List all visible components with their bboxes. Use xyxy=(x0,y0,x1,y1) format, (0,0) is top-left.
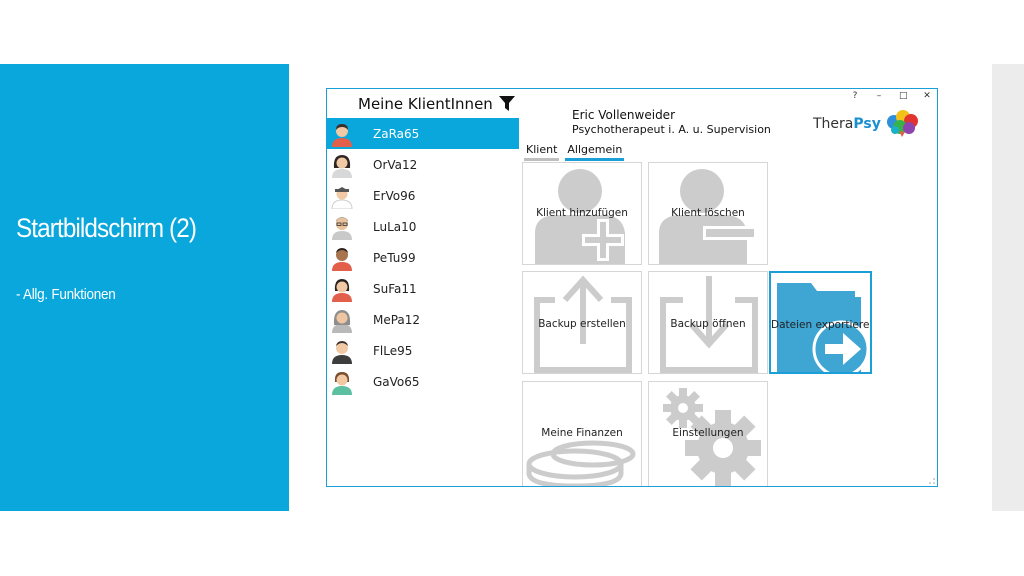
user-role: Psychotherapeut i. A. u. Supervision xyxy=(572,123,771,136)
avatar-icon xyxy=(332,155,352,178)
tile-label: Backup erstellen xyxy=(538,318,626,330)
client-item[interactable]: ZaRa65 xyxy=(327,118,519,149)
finances-tile[interactable]: Meine Finanzen xyxy=(522,381,642,486)
client-name: MePa12 xyxy=(373,312,421,327)
tab-allgemein[interactable]: Allgemein xyxy=(565,143,625,161)
coins-icon xyxy=(526,440,636,486)
client-name: GaVo65 xyxy=(373,374,420,389)
filter-icon[interactable] xyxy=(499,96,515,111)
client-item[interactable]: SuFa11 xyxy=(327,273,519,304)
client-name: ErVo96 xyxy=(373,188,416,203)
gears-icon xyxy=(663,388,761,486)
export-files-tile[interactable]: Dateien exportieren xyxy=(769,271,872,374)
client-name: LuLa10 xyxy=(373,219,417,234)
tile-label: Backup öffnen xyxy=(670,318,746,330)
avatar-icon xyxy=(332,248,352,271)
folder-export-icon xyxy=(777,283,870,372)
settings-tile[interactable]: Einstellungen xyxy=(648,381,768,486)
client-item[interactable]: FlLe95 xyxy=(327,335,519,366)
avatar-icon xyxy=(331,187,353,209)
client-item[interactable]: OrVa12 xyxy=(327,149,519,180)
tile-label: Dateien exportieren xyxy=(771,319,872,331)
tab-bar: Klient Allgemein xyxy=(524,143,625,161)
add-client-tile[interactable]: Klient hinzufügen xyxy=(522,162,642,265)
window-controls: ? – □ ✕ xyxy=(851,92,931,101)
add-person-icon xyxy=(535,169,625,264)
avatar-icon xyxy=(332,279,352,302)
tile-label: Klient hinzufügen xyxy=(536,207,628,219)
avatar-icon xyxy=(332,372,352,395)
sidebar-title: Meine KlientInnen xyxy=(358,95,493,113)
minimize-button[interactable]: – xyxy=(876,91,882,101)
client-item[interactable]: MePa12 xyxy=(327,304,519,335)
brand-logo-text: TheraPsy xyxy=(813,116,881,132)
client-name: FlLe95 xyxy=(373,343,413,358)
slide-title: Startbildschirm (2) xyxy=(16,213,197,243)
client-item[interactable]: LuLa10 xyxy=(327,211,519,242)
client-name: ZaRa65 xyxy=(373,126,420,141)
create-backup-tile[interactable]: Backup erstellen xyxy=(522,271,642,374)
remove-person-icon xyxy=(659,169,757,264)
app-window: ? – □ ✕ Meine KlientInnen ZaRa65 OrVa12 xyxy=(326,88,938,487)
client-item[interactable]: GaVo65 xyxy=(327,366,519,397)
slide-right-strip xyxy=(992,64,1024,511)
client-name: OrVa12 xyxy=(373,157,418,172)
download-icon xyxy=(660,276,758,373)
slide-left-panel xyxy=(0,64,289,511)
client-list: ZaRa65 OrVa12 ErVo96 xyxy=(327,118,519,397)
slide-bullet: - Allg. Funktionen xyxy=(16,286,116,303)
brain-logo-icon xyxy=(887,110,918,137)
maximize-button[interactable]: □ xyxy=(899,91,908,101)
avatar-icon xyxy=(332,310,352,333)
client-name: PeTu99 xyxy=(373,250,416,265)
delete-client-tile[interactable]: Klient löschen xyxy=(648,162,768,265)
open-backup-tile[interactable]: Backup öffnen xyxy=(648,271,768,374)
client-item[interactable]: PeTu99 xyxy=(327,242,519,273)
client-name: SuFa11 xyxy=(373,281,417,296)
avatar-icon xyxy=(332,217,352,240)
tile-label: Meine Finanzen xyxy=(541,427,623,439)
tab-klient[interactable]: Klient xyxy=(524,143,560,161)
avatar-icon xyxy=(332,124,352,147)
resize-grip-icon[interactable] xyxy=(928,477,936,485)
upload-icon xyxy=(534,275,632,373)
avatar-icon xyxy=(332,341,352,364)
close-button[interactable]: ✕ xyxy=(923,91,931,101)
help-button[interactable]: ? xyxy=(852,91,858,101)
tile-label: Einstellungen xyxy=(672,427,744,439)
client-item[interactable]: ErVo96 xyxy=(327,180,519,211)
tile-label: Klient löschen xyxy=(671,207,745,219)
user-name: Eric Vollenweider xyxy=(572,108,676,122)
